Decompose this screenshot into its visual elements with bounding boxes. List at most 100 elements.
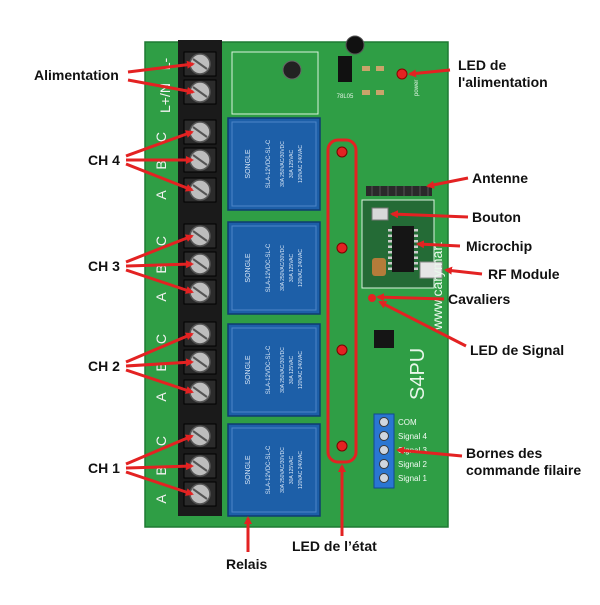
arrow-ch1-2 <box>125 462 194 471</box>
terminal-letter: B <box>153 362 169 371</box>
power-smd-parts <box>362 66 384 95</box>
signal-screw[interactable] <box>379 417 389 427</box>
chip-pin <box>388 256 392 259</box>
relay-rating: 30A 125VAC <box>289 355 295 384</box>
relay-rating: 30A 125VAC <box>289 253 295 282</box>
signal-screw[interactable] <box>379 473 389 483</box>
arrow-bornes <box>396 446 463 458</box>
power-section <box>231 51 319 115</box>
power-led <box>396 68 408 80</box>
small-ic <box>374 330 394 348</box>
relay-rating: 30A 250VAC/30VDC <box>280 141 286 187</box>
terminal-label-power: L+/N <box>157 83 173 113</box>
relay-model: SLA-12VDC-SL-C <box>266 445 272 494</box>
label-microchip: Microchip <box>466 238 533 254</box>
arrow-led-alim <box>408 68 451 78</box>
screw-slot <box>192 328 208 340</box>
label-led-etat: LED de l’état <box>292 538 377 554</box>
terminal-letter: A <box>153 190 169 200</box>
label-bornes-2: commande filaire <box>466 462 582 478</box>
relay-rating: 120VAC 240VAC <box>298 451 304 489</box>
chip-pin <box>414 245 418 248</box>
label-alimentation: Alimentation <box>34 67 119 83</box>
terminal-letter: C <box>153 132 169 142</box>
label-ch3: CH 3 <box>88 258 120 274</box>
screw-slot <box>192 386 208 398</box>
arrow-ch4-1 <box>125 130 194 158</box>
signal-terminal-label: Signal 2 <box>398 460 427 469</box>
screw-slot <box>192 488 208 500</box>
relay <box>227 221 321 315</box>
relay-rating: 120VAC 240VAC <box>298 249 304 287</box>
arrow-ch2-2 <box>125 358 194 368</box>
relay-rating: 120VAC 240VAC <box>298 351 304 389</box>
screw-slot <box>192 230 208 242</box>
relay <box>227 423 321 517</box>
relay-rating: 30A 125VAC <box>289 455 295 484</box>
arrow-microchip <box>416 240 461 249</box>
label-led-signal: LED de Signal <box>470 342 565 358</box>
arrow-ch1-3 <box>125 470 194 496</box>
terminal-letter: C <box>153 236 169 246</box>
arrow-rf <box>444 266 483 276</box>
screw-slot <box>192 86 208 98</box>
terminal-letter: B <box>153 160 169 169</box>
signal-terminal-screws <box>379 417 389 483</box>
capacitor-small <box>282 60 302 80</box>
chip-pin <box>414 251 418 254</box>
status-led <box>336 344 348 356</box>
terminal-letter: A <box>153 392 169 402</box>
relay-rating: 120VAC 240VAC <box>298 145 304 183</box>
antenna-coil <box>366 186 432 196</box>
screw-slot <box>192 460 208 472</box>
relay-brand: SONGLE <box>245 253 252 283</box>
chip-pin <box>388 229 392 232</box>
relay-inner <box>231 327 317 413</box>
screw-slot <box>192 258 208 270</box>
status-led-highlight <box>326 138 358 464</box>
relay-inner <box>231 427 317 513</box>
arrow-alim-1 <box>127 60 195 74</box>
chip-pin <box>414 229 418 232</box>
label-relais: Relais <box>226 556 268 572</box>
relay-model: SLA-12VDC-SL-C <box>266 243 272 292</box>
chip-pin <box>414 267 418 270</box>
relay-model: SLA-12VDC-SL-C <box>266 345 272 394</box>
screw-slot <box>192 430 208 442</box>
regulator-chip <box>338 56 352 82</box>
microchip <box>392 226 414 272</box>
terminal-letter: C <box>153 436 169 446</box>
chip-pin <box>388 262 392 265</box>
relay-rating: 30A 250VAC/30VDC <box>280 347 286 393</box>
label-led-alimentation-2: l'alimentation <box>458 74 548 90</box>
board-website: www.carymart <box>429 242 445 331</box>
rf-header <box>419 261 443 279</box>
screw-slot <box>192 184 208 196</box>
arrow-bouton <box>390 210 469 219</box>
label-bornes-1: Bornes des <box>466 445 543 461</box>
chip-pin <box>388 245 392 248</box>
regulator-label: 78L05 <box>337 94 354 100</box>
arrow-led-signal <box>378 300 467 348</box>
signal-screw[interactable] <box>379 445 389 455</box>
terminal-letter: B <box>153 264 169 273</box>
relay <box>227 323 321 417</box>
push-button <box>371 207 389 221</box>
screw-slot <box>192 126 208 138</box>
chip-pin <box>388 240 392 243</box>
chip-pin <box>388 267 392 270</box>
arrow-ch4-3 <box>125 162 194 192</box>
arrow-ch3-2 <box>125 260 194 269</box>
label-antenne: Antenne <box>472 170 528 186</box>
relay-inner <box>231 225 317 311</box>
chip-pin <box>388 234 392 237</box>
signal-screw[interactable] <box>379 431 389 441</box>
board-model: S4PU <box>407 348 429 400</box>
screw-slot <box>192 58 208 70</box>
signal-screw[interactable] <box>379 459 389 469</box>
arrow-alim-2 <box>127 78 195 95</box>
jumper-led <box>368 294 376 302</box>
label-rf-module: RF Module <box>488 266 560 282</box>
